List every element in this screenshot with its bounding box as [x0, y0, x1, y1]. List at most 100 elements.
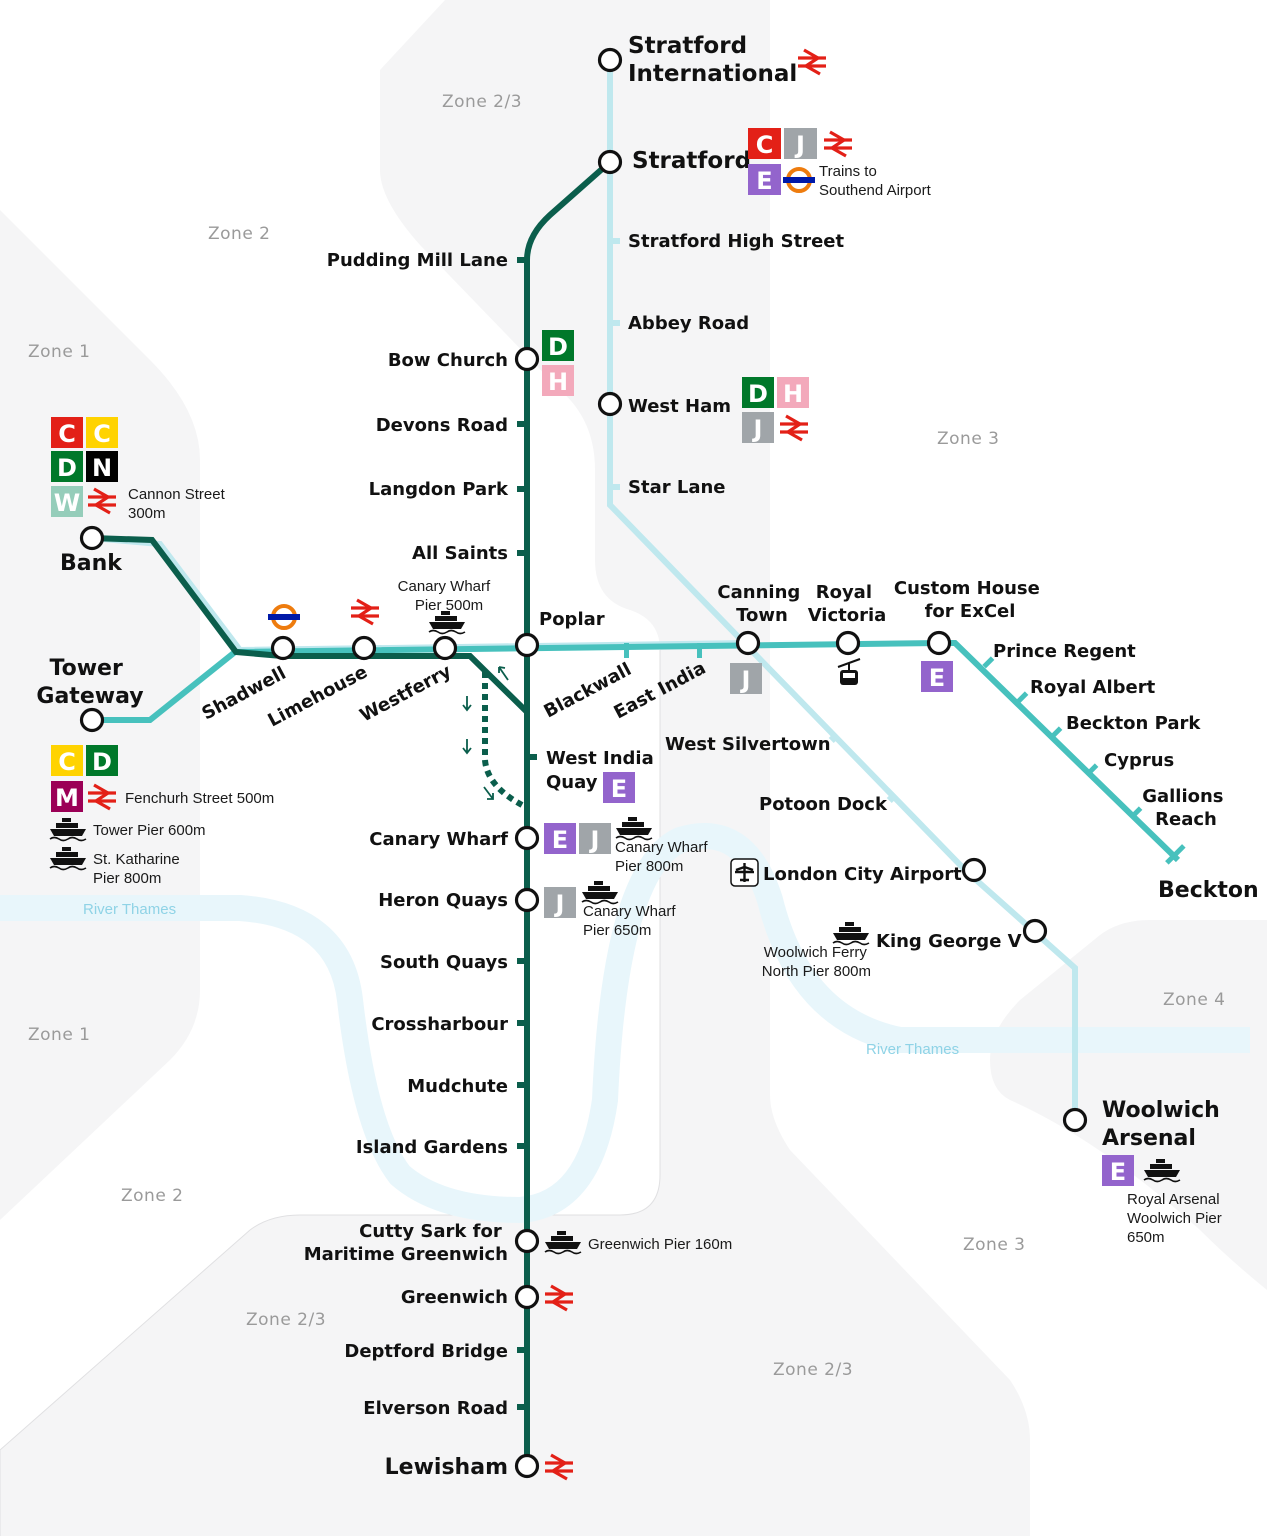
station-custom-house[interactable]: Custom House for ExCel [894, 578, 1046, 622]
station-london-city-airport[interactable]: London City Airport [763, 864, 962, 885]
station-south-quays[interactable]: South Quays [380, 952, 508, 973]
zone-label: Zone 2/3 [442, 92, 522, 112]
station-langdon-park[interactable]: Langdon Park [369, 479, 509, 500]
badge-C: C [51, 417, 83, 448]
badge-J: J [730, 663, 762, 694]
station-royal-albert[interactable]: Royal Albert [1030, 677, 1156, 698]
station-marker [432, 635, 458, 661]
station-bow-church[interactable]: Bow Church [388, 350, 508, 371]
note-greenwich-pier: Greenwich Pier 160m [588, 1236, 732, 1253]
station-island-gardens[interactable]: Island Gardens [356, 1137, 508, 1158]
svg-text:E: E [552, 826, 568, 854]
svg-text:W: W [54, 489, 80, 517]
station-marker [514, 887, 540, 913]
station-all-saints[interactable]: All Saints [412, 543, 508, 564]
station-woolwich-arsenal[interactable]: Woolwich Arsenal [1102, 1098, 1228, 1151]
note-southend: Trains to Southend Airport [819, 163, 932, 199]
station-marker [835, 630, 861, 656]
badge-E: E [1102, 1155, 1134, 1186]
station-king-george-v[interactable]: King George V [876, 931, 1022, 952]
station-canning-town[interactable]: Canning Town [717, 582, 806, 626]
arrow-icon [498, 666, 509, 681]
station-royal-victoria[interactable]: Royal Victoria [808, 582, 887, 626]
national-rail-icon [349, 598, 381, 626]
note-tower-pier: Tower Pier 600m [93, 822, 206, 839]
station-elverson-road[interactable]: Elverson Road [363, 1398, 508, 1419]
svg-text:J: J [794, 131, 805, 159]
note-canary-wharf-pier-800: Canary Wharf Pier 800m [615, 839, 712, 875]
line-tower-gateway-beckton [92, 640, 1181, 863]
national-rail-icon [822, 130, 854, 158]
station-marker [79, 707, 105, 733]
station-abbey-road[interactable]: Abbey Road [628, 313, 749, 334]
station-marker [597, 47, 623, 73]
station-poplar[interactable]: Poplar [539, 609, 605, 630]
station-prince-regent[interactable]: Prince Regent [993, 641, 1136, 662]
station-gallions-reach[interactable]: Gallions Reach [1142, 786, 1230, 830]
svg-text:C: C [58, 420, 76, 448]
note-royal-arsenal-pier: Royal Arsenal Woolwich Pier 650m [1127, 1191, 1226, 1246]
station-heron-quays[interactable]: Heron Quays [378, 890, 508, 911]
station-crossharbour[interactable]: Crossharbour [371, 1014, 508, 1035]
station-pontoon-dock[interactable]: Potoon Dock [759, 794, 888, 815]
badge-D: D [86, 745, 118, 776]
station-greenwich[interactable]: Greenwich [401, 1287, 508, 1308]
direction-arrows [462, 666, 509, 800]
arrow-icon [462, 739, 472, 755]
station-west-silvertown[interactable]: West Silvertown [665, 734, 831, 755]
zone-label: Zone 2 [121, 1186, 184, 1206]
station-ticks [517, 238, 1186, 1410]
note-woolwich-ferry: Woolwich Ferry North Pier 800m [762, 944, 871, 980]
note-canary-wharf-pier-650: Canary Wharf Pier 650m [583, 903, 680, 939]
station-stratford[interactable]: Stratford [632, 148, 751, 174]
badge-D: D [51, 451, 83, 482]
cable-car-icon [837, 658, 861, 685]
station-marker [926, 630, 952, 656]
station-bank[interactable]: Bank [60, 551, 123, 576]
badge-N: N [86, 451, 118, 482]
station-marker [514, 1284, 540, 1310]
zone-label: Zone 2/3 [246, 1310, 326, 1330]
badge-J: J [544, 887, 576, 918]
badge-W: W [51, 486, 83, 517]
svg-text:D: D [748, 380, 768, 408]
station-stratford-international[interactable]: Stratford International [628, 33, 797, 87]
note-fenchurch: Fenchurh Street 500m [125, 790, 274, 807]
note-st-katharine: St. Katharine Pier 800m [93, 851, 184, 887]
badge-J: J [742, 412, 774, 443]
station-lewisham[interactable]: Lewisham [385, 1455, 508, 1480]
badge-H: H [777, 377, 809, 408]
notes: Trains to Southend Airport Cannon Street… [93, 163, 1226, 1253]
svg-text:D: D [57, 454, 77, 482]
station-marker [270, 635, 296, 661]
station-stratford-high-street[interactable]: Stratford High Street [628, 231, 844, 252]
station-west-india-quay[interactable]: West India Quay [546, 748, 660, 793]
station-west-ham[interactable]: West Ham [628, 396, 731, 417]
station-beckton[interactable]: Beckton [1158, 878, 1259, 903]
station-star-lane[interactable]: Star Lane [628, 477, 726, 498]
station-canary-wharf[interactable]: Canary Wharf [369, 829, 508, 850]
station-mudchute[interactable]: Mudchute [407, 1076, 508, 1097]
svg-text:E: E [929, 664, 945, 692]
note-canary-wharf-pier-500: Canary Wharf Pier 500m [398, 578, 495, 614]
station-cyprus[interactable]: Cyprus [1104, 750, 1174, 771]
svg-text:J: J [554, 890, 565, 918]
station-circles [79, 47, 1088, 1479]
station-deptford-bridge[interactable]: Deptford Bridge [344, 1341, 508, 1362]
station-tower-gateway[interactable]: Tower Gateway [36, 656, 143, 709]
station-cutty-sark[interactable]: Cutty Sark for Maritime Greenwich [304, 1221, 508, 1265]
station-beckton-park[interactable]: Beckton Park [1066, 713, 1201, 734]
badge-E: E [748, 164, 781, 195]
station-westferry[interactable]: Westferry [356, 661, 455, 727]
station-devons-road[interactable]: Devons Road [376, 415, 508, 436]
zone-label: Zone 4 [1163, 990, 1226, 1010]
badge-E: E [921, 661, 953, 692]
badge-C: C [51, 745, 83, 776]
svg-text:J: J [740, 666, 751, 694]
svg-text:E: E [1110, 1158, 1126, 1186]
station-pudding-mill-lane[interactable]: Pudding Mill Lane [327, 250, 508, 271]
badge-C: C [748, 128, 781, 159]
svg-text:M: M [55, 784, 79, 812]
zone-label: Zone 1 [28, 1025, 91, 1045]
